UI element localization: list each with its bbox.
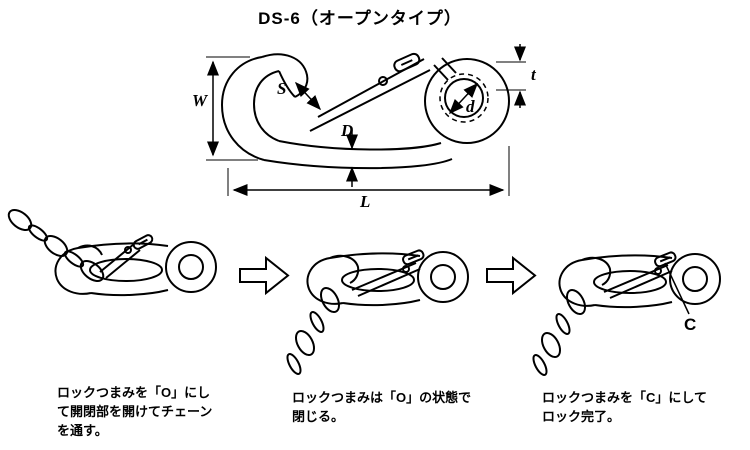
dim-w-arrow xyxy=(206,57,258,160)
caption-line: ロックつまみは「O」の状態で xyxy=(292,390,472,405)
dim-label-l: L xyxy=(360,192,371,211)
caption-line: ロック完了。 xyxy=(542,409,621,424)
dim-label-big-d: D xyxy=(341,121,354,140)
step3-caption: ロックつまみを「C」にして ロック完了。 xyxy=(542,388,707,426)
caption-line: 閉じる。 xyxy=(292,409,345,424)
step2-illustration xyxy=(285,248,469,376)
dim-label-s: S xyxy=(277,79,287,98)
caption-line: ロックつまみを「O」にし xyxy=(57,385,211,400)
step1-illustration xyxy=(5,206,216,295)
chain xyxy=(531,287,589,377)
dim-t-arrow xyxy=(496,44,526,108)
c-callout-line xyxy=(665,263,689,314)
step3-illustration xyxy=(531,250,721,377)
hook-technical-drawing xyxy=(222,52,509,168)
caption-line: て開閉部を開けてチェーン xyxy=(57,404,213,419)
caption-line: を通す。 xyxy=(57,423,108,438)
open-hook xyxy=(56,234,216,295)
dim-s-arrow xyxy=(294,81,322,111)
d-diameter-dashed-circle xyxy=(440,74,488,122)
diagram-title: DS-6（オープンタイプ） xyxy=(258,9,462,28)
dim-label-w: W xyxy=(192,91,208,110)
step1-caption: ロックつまみを「O」にし て開閉部を開けてチェーン を通す。 xyxy=(57,383,212,440)
block-arrow-1 xyxy=(240,258,288,293)
dim-label-c: C xyxy=(684,315,697,334)
lock-knob xyxy=(393,52,421,73)
dim-l-arrow xyxy=(228,146,509,196)
lock-knob xyxy=(132,234,153,250)
step2-caption: ロックつまみは「O」の状態で 閉じる。 xyxy=(292,388,471,426)
block-arrow-2 xyxy=(487,258,535,293)
chain xyxy=(285,285,343,376)
caption-line: ロックつまみを「C」にして xyxy=(542,390,707,405)
dim-label-t: t xyxy=(531,65,536,84)
closed-hook xyxy=(306,248,469,307)
dim-label-small-d: d xyxy=(466,97,475,116)
dim-d-arrow xyxy=(448,82,479,115)
dimension-lines xyxy=(206,44,526,196)
